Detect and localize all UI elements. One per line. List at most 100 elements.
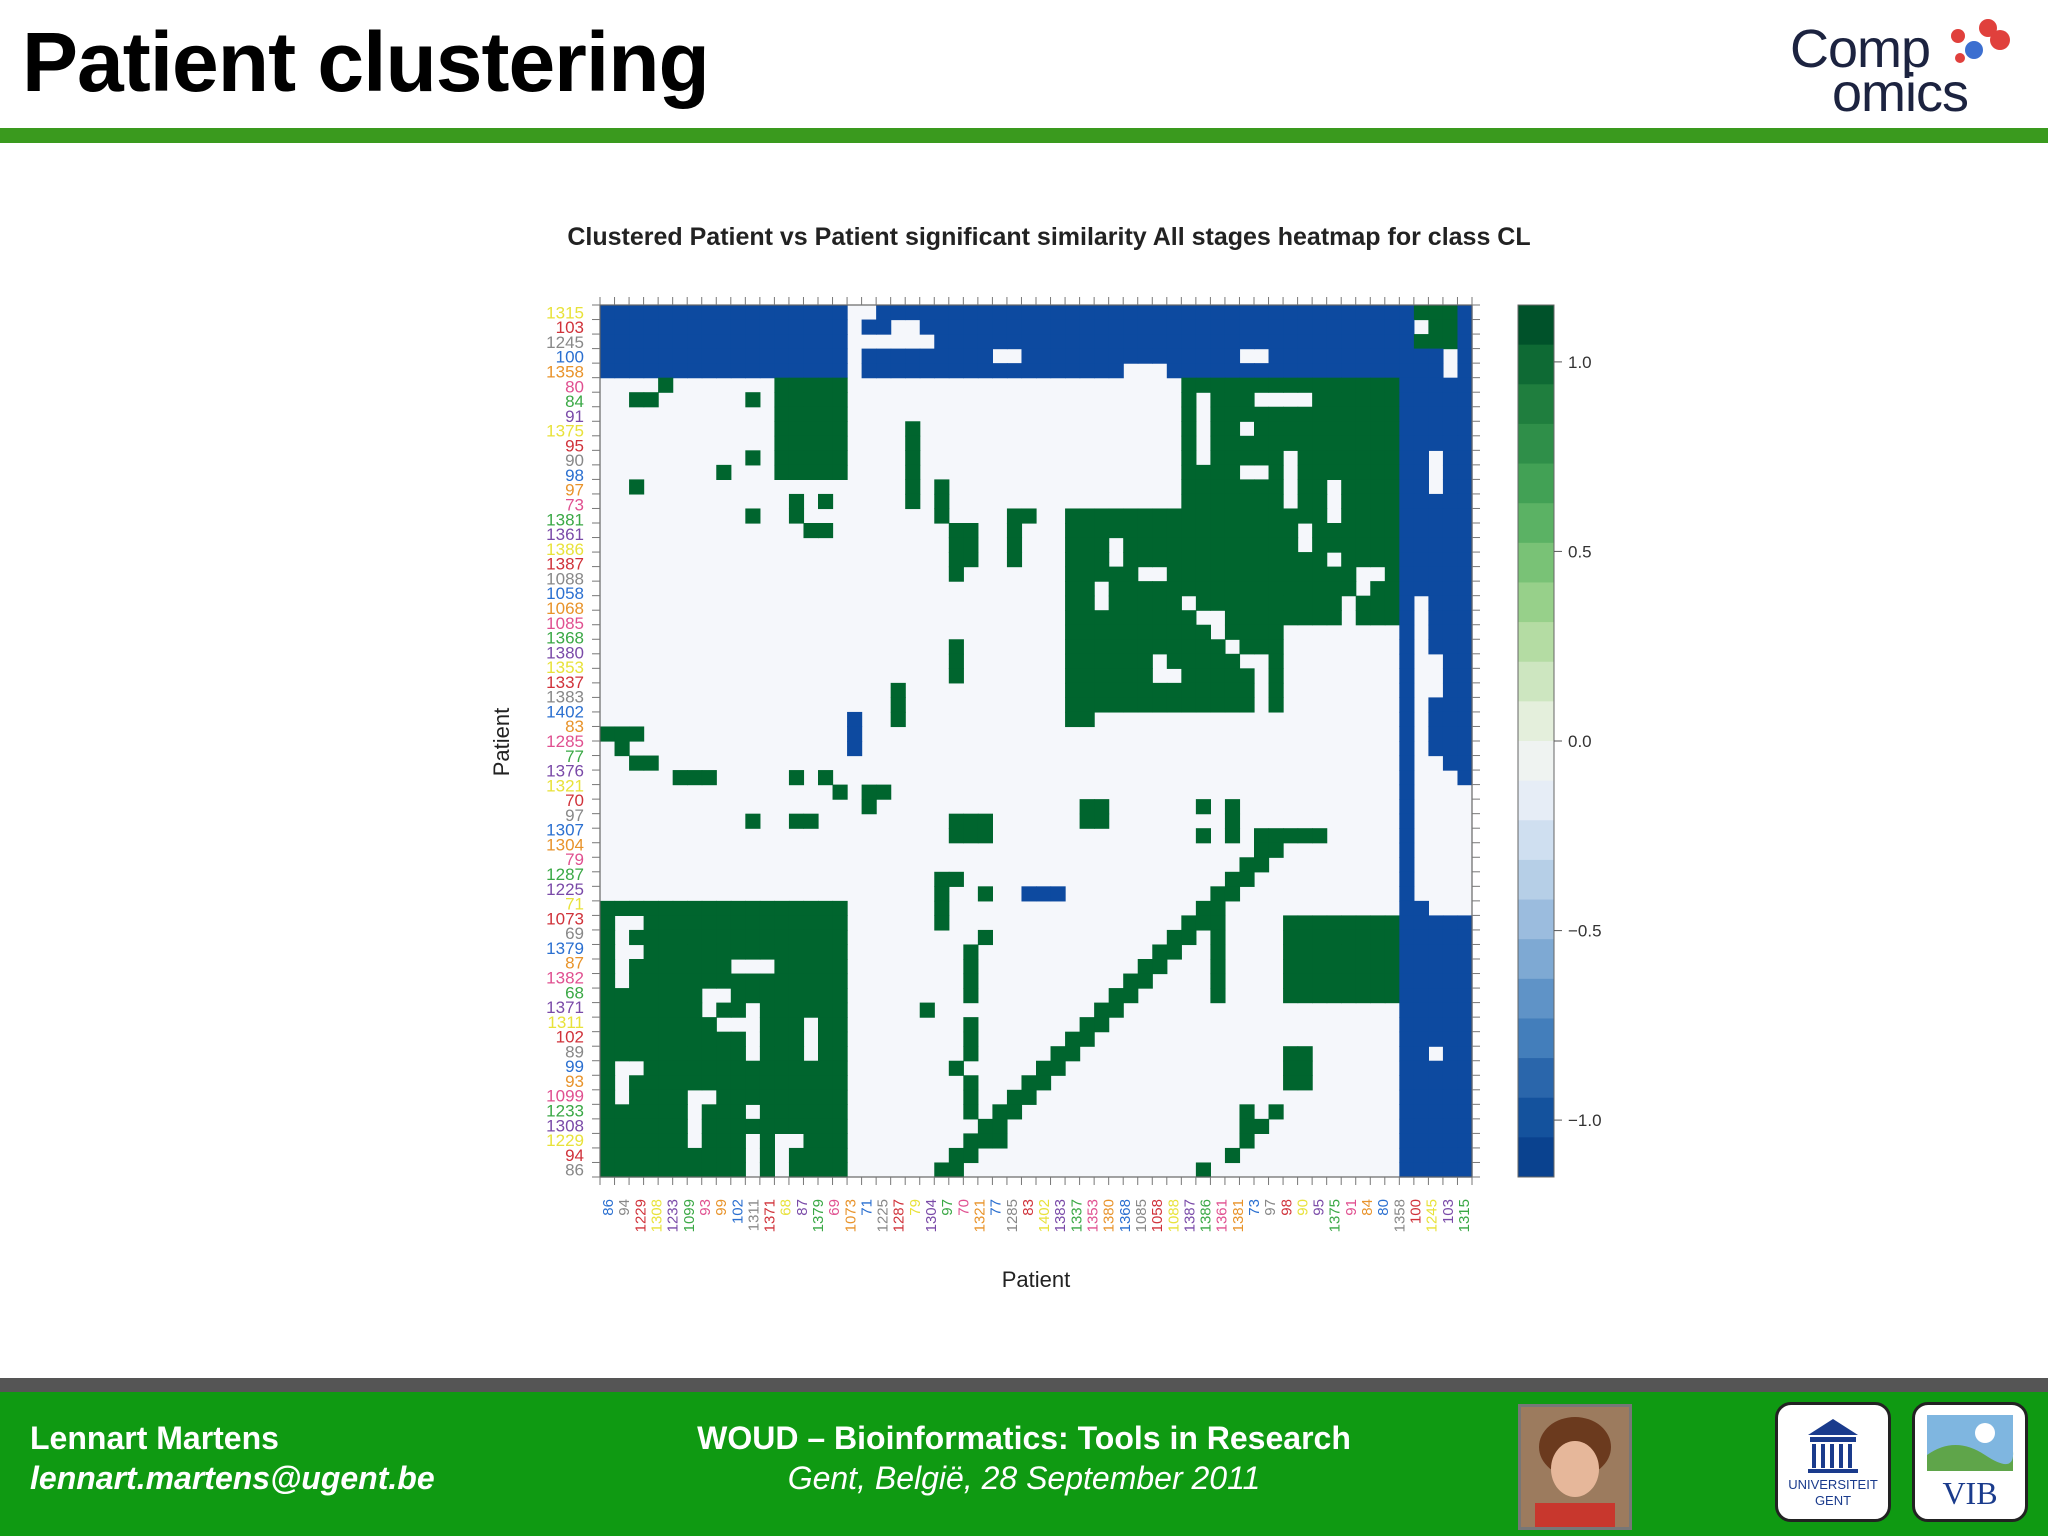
heatmap-cell bbox=[1166, 508, 1182, 524]
heatmap-cell bbox=[1413, 1104, 1429, 1120]
heatmap-cell bbox=[1195, 377, 1211, 393]
heatmap-cell bbox=[1413, 973, 1429, 989]
heatmap-cell bbox=[1355, 435, 1371, 451]
heatmap-cell bbox=[1065, 334, 1081, 350]
heatmap-cell bbox=[1283, 508, 1299, 524]
heatmap-cell bbox=[818, 363, 834, 379]
heatmap-chart: 1315103124510013588084911375959098977313… bbox=[489, 297, 1602, 1292]
heatmap-cell bbox=[1224, 421, 1241, 437]
heatmap-cell bbox=[1254, 508, 1270, 524]
heatmap-cell bbox=[832, 1031, 848, 1047]
heatmap-cell bbox=[1268, 668, 1284, 684]
heatmap-cell bbox=[1399, 581, 1415, 597]
heatmap-cell bbox=[1210, 348, 1226, 364]
heatmap-cell bbox=[788, 450, 805, 466]
heatmap-cell bbox=[905, 464, 921, 480]
heatmap-cell bbox=[1021, 1089, 1037, 1105]
heatmap-cell bbox=[629, 348, 645, 364]
heatmap-cell bbox=[977, 828, 993, 844]
heatmap-cell bbox=[1166, 929, 1182, 946]
heatmap-cell bbox=[1152, 595, 1168, 611]
heatmap-cell bbox=[1152, 581, 1168, 597]
heatmap-cell bbox=[1079, 537, 1095, 553]
heatmap-cell bbox=[1341, 392, 1357, 408]
heatmap-cell bbox=[1399, 406, 1415, 422]
heatmap-cell bbox=[1341, 319, 1357, 335]
heatmap-cell bbox=[774, 450, 790, 466]
heatmap-cell bbox=[1312, 319, 1328, 335]
heatmap-cell bbox=[919, 305, 935, 321]
heatmap-cell bbox=[672, 973, 688, 989]
heatmap-cell bbox=[658, 1075, 674, 1091]
heatmap-cell bbox=[1370, 973, 1386, 989]
colorbar-step bbox=[1518, 384, 1554, 425]
heatmap-cell bbox=[1065, 697, 1081, 713]
heatmap-cell bbox=[803, 900, 819, 916]
heatmap-cell bbox=[1195, 653, 1211, 669]
author-photo bbox=[1518, 1404, 1632, 1530]
heatmap-cell bbox=[1210, 305, 1226, 321]
heatmap-cell bbox=[1021, 363, 1037, 379]
heatmap-cell bbox=[890, 363, 906, 379]
heatmap-cell bbox=[1108, 334, 1124, 350]
x-tick-label: 80 bbox=[1375, 1199, 1392, 1216]
heatmap-cell bbox=[1181, 421, 1197, 437]
heatmap-cell bbox=[788, 319, 805, 335]
heatmap-cell bbox=[1442, 493, 1459, 510]
heatmap-cell bbox=[1341, 363, 1357, 379]
heatmap-cell bbox=[1326, 944, 1342, 960]
heatmap-cell bbox=[774, 900, 790, 916]
heatmap-cell bbox=[658, 1089, 674, 1105]
x-tick-label: 1233 bbox=[665, 1199, 682, 1232]
heatmap-cell bbox=[1283, 959, 1299, 975]
heatmap-cell bbox=[1094, 697, 1110, 713]
heatmap-cell bbox=[1355, 944, 1371, 960]
heatmap-cell bbox=[963, 319, 979, 335]
heatmap-cell bbox=[1370, 508, 1386, 524]
heatmap-cell bbox=[643, 1075, 659, 1091]
heatmap-cell bbox=[1457, 915, 1473, 931]
heatmap-cell bbox=[1065, 552, 1081, 568]
y-tick-label: 1361 bbox=[546, 525, 584, 544]
heatmap-cell bbox=[1457, 929, 1473, 946]
heatmap-cell bbox=[803, 523, 819, 539]
heatmap-cell bbox=[1399, 857, 1415, 873]
heatmap-cell bbox=[1195, 682, 1211, 698]
heatmap-cell bbox=[774, 406, 790, 422]
heatmap-cell bbox=[701, 363, 717, 379]
heatmap-cell bbox=[1457, 479, 1473, 495]
heatmap-cell bbox=[1370, 392, 1386, 408]
heatmap-cell bbox=[948, 653, 964, 669]
heatmap-cell bbox=[1239, 697, 1255, 713]
heatmap-cell bbox=[1006, 1104, 1023, 1120]
heatmap-cell bbox=[876, 305, 892, 321]
heatmap-cell bbox=[658, 1162, 674, 1178]
y-tick-label: 1085 bbox=[546, 614, 584, 633]
heatmap-cell bbox=[1210, 581, 1226, 597]
heatmap-cell bbox=[1181, 508, 1197, 524]
heatmap-cell bbox=[1036, 886, 1052, 902]
heatmap-cell bbox=[1442, 435, 1459, 451]
heatmap-cell bbox=[803, 988, 819, 1004]
heatmap-cell bbox=[832, 1060, 848, 1076]
heatmap-cell bbox=[1428, 421, 1444, 437]
heatmap-cell bbox=[672, 319, 688, 335]
heatmap-cell bbox=[803, 944, 819, 960]
heatmap-cell bbox=[1413, 1017, 1429, 1033]
heatmap-cell bbox=[1413, 1046, 1429, 1062]
heatmap-cell bbox=[1384, 406, 1400, 422]
heatmap-cell bbox=[1457, 639, 1473, 655]
heatmap-cell bbox=[1210, 421, 1226, 437]
heatmap-cell bbox=[948, 639, 964, 655]
heatmap-cell bbox=[818, 1031, 834, 1047]
heatmap-cell bbox=[629, 305, 645, 321]
y-tick-label: 1379 bbox=[546, 939, 584, 958]
heatmap-cell bbox=[1413, 537, 1429, 553]
heatmap-cell bbox=[629, 1075, 645, 1091]
y-tick-label: 102 bbox=[556, 1028, 584, 1047]
x-tick-label: 1311 bbox=[745, 1199, 762, 1231]
heatmap-cell bbox=[1268, 508, 1284, 524]
heatmap-cell bbox=[614, 741, 630, 757]
heatmap-cell bbox=[832, 1075, 848, 1091]
heatmap-cell bbox=[905, 421, 921, 437]
